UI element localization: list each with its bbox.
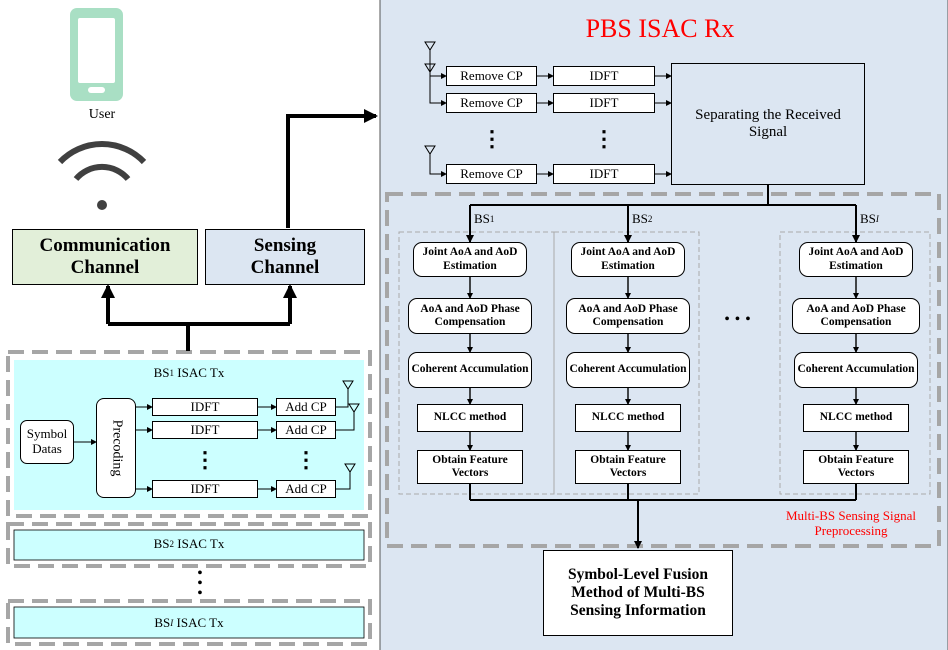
rx-title: PBS ISAC Rx xyxy=(585,14,735,44)
separating-signal-box: Separating the Received Signal xyxy=(671,63,865,185)
precoding-box: Precoding xyxy=(96,398,136,498)
bs1-phase-compensation: AoA and AoD Phase Compensation xyxy=(408,298,532,334)
bs2-feature-vectors: Obtain Feature Vectors xyxy=(575,450,681,484)
tx1-idft-2: IDFT xyxy=(152,421,258,439)
rx-remove-cp-1: Remove CP xyxy=(446,66,537,86)
bsI-joint-estimation: Joint AoA and AoD Estimation xyxy=(799,242,913,277)
wireless-signal-icon xyxy=(57,141,147,210)
rx-idft-1: IDFT xyxy=(553,66,655,86)
txI-panel xyxy=(13,606,365,639)
bs1-feature-vectors: Obtain Feature Vectors xyxy=(417,450,523,484)
preprocessing-label: Multi-BS Sensing Signal Preprocessing xyxy=(785,508,917,538)
bs1-nlcc: NLCC method xyxy=(417,404,523,432)
preprocessing-dashed-group xyxy=(385,192,941,548)
tx1-title-suffix: ISAC Tx xyxy=(174,364,225,380)
bs2-column xyxy=(553,231,700,495)
bs2-coherent-accumulation: Coherent Accumulation xyxy=(566,352,690,388)
bsI-nlcc: NLCC method xyxy=(803,404,909,432)
bsI-coherent-accumulation: Coherent Accumulation xyxy=(794,352,918,388)
rx-remove-cp-2: Remove CP xyxy=(446,93,537,113)
tx1-idft-dots: ⋮ xyxy=(194,447,216,473)
user-label: User xyxy=(88,106,116,122)
tx-feed-arrows xyxy=(101,109,378,351)
bsI-phase-compensation: AoA and AoD Phase Compensation xyxy=(792,298,920,334)
mobile-phone-icon xyxy=(70,8,123,101)
fusion-merge-lines xyxy=(469,484,857,549)
txI-title-sub: I xyxy=(170,617,174,628)
tx2-title-suffix: ISAC Tx xyxy=(174,535,225,551)
bs1-coherent-accumulation: Coherent Accumulation xyxy=(408,352,532,388)
bs2-joint-estimation: Joint AoA and AoD Estimation xyxy=(571,242,685,277)
bs2-phase-compensation: AoA and AoD Phase Compensation xyxy=(566,298,690,334)
symbol-datas-box: Symbol Datas xyxy=(20,420,74,464)
bsI-feature-vectors: Obtain Feature Vectors xyxy=(803,450,909,484)
bs1-joint-estimation: Joint AoA and AoD Estimation xyxy=(413,242,527,277)
tx2-title-prefix: BS xyxy=(153,535,170,551)
bs-distribution-lines xyxy=(466,185,860,243)
bs2-label-prefix: BS xyxy=(632,210,648,226)
tx1-title-prefix: BS xyxy=(153,364,170,380)
rx-remove-cp-dots: ⋮ xyxy=(481,126,503,152)
tx-antenna-icons xyxy=(342,380,360,473)
bsI-label-prefix: BS xyxy=(860,210,876,226)
tx1-idft-1: IDFT xyxy=(152,398,258,416)
precoding-label: Precoding xyxy=(109,419,125,477)
columns-ellipsis: • • • xyxy=(724,311,752,327)
txI-title-suffix: ISAC Tx xyxy=(173,614,224,630)
rx-idft-dots: ⋮ xyxy=(593,126,615,152)
rx-remove-cp-3: Remove CP xyxy=(446,164,537,184)
tx1-add-cp-3: Add CP xyxy=(276,480,336,498)
tx1-add-cp-dots: ⋮ xyxy=(295,447,317,473)
bs2-nlcc: NLCC method xyxy=(575,404,681,432)
sensing-channel-box: Sensing Channel xyxy=(205,229,365,285)
step-arrows xyxy=(467,277,859,451)
rx-idft-2: IDFT xyxy=(553,93,655,113)
tx1-add-cp-2: Add CP xyxy=(276,421,336,439)
tx2-panel xyxy=(13,529,365,561)
tx1-add-cp-1: Add CP xyxy=(276,398,336,416)
tx-more-dots: • • • xyxy=(197,566,203,601)
fusion-box: Symbol-Level Fusion Method of Multi-BS S… xyxy=(543,550,733,636)
tx2-title-sub: 2 xyxy=(169,538,175,549)
communication-channel-box: Communication Channel xyxy=(12,229,198,285)
rx-idft-3: IDFT xyxy=(553,164,655,184)
bsI-label-sub: I xyxy=(875,213,879,224)
bs1-label-prefix: BS xyxy=(474,210,490,226)
tx1-title-sub: 1 xyxy=(169,367,175,378)
rx-lines xyxy=(429,50,672,177)
tx1-idft-3: IDFT xyxy=(152,480,258,498)
bs2-label-sub: 2 xyxy=(647,213,653,224)
tx1-lines xyxy=(74,389,355,492)
bs1-label-sub: 1 xyxy=(489,213,495,224)
txI-title-prefix: BS xyxy=(154,614,171,630)
